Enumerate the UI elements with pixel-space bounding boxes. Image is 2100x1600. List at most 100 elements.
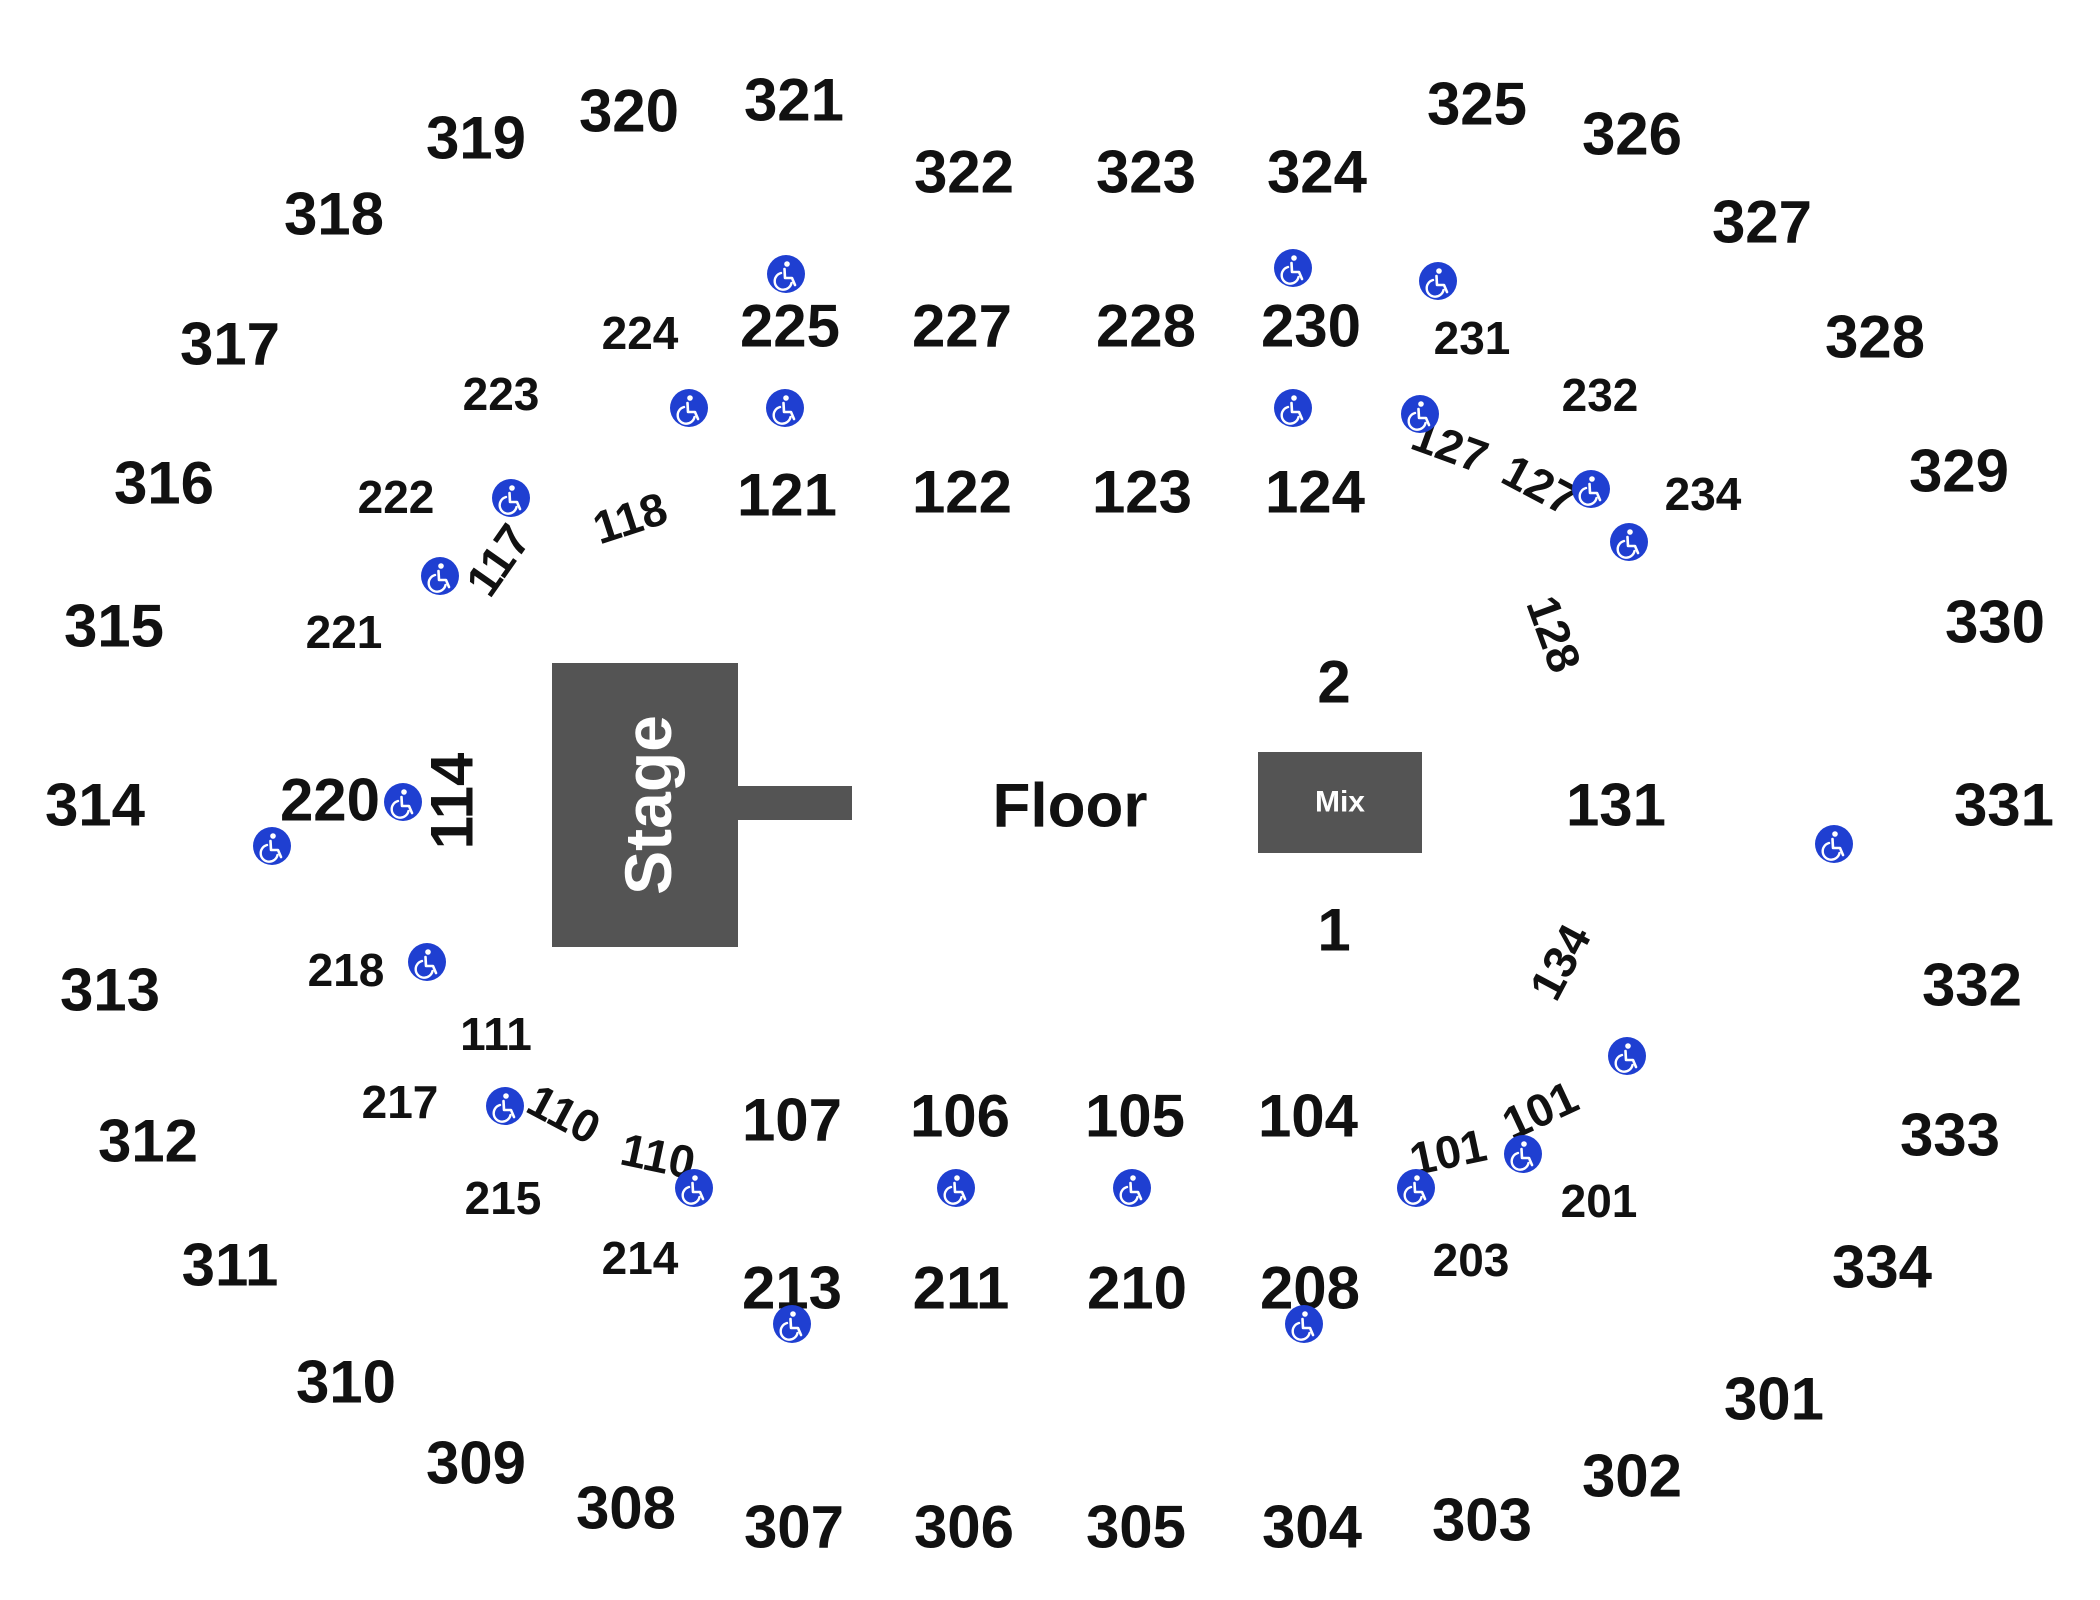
section-228[interactable]: 234 [1665,468,1742,520]
section-122[interactable]: 122 [912,459,1012,526]
stage-block [552,663,738,947]
section-211[interactable]: 217 [362,1076,439,1128]
section-205[interactable]: 210 [1087,1255,1187,1322]
section-201[interactable]: 201 [1561,1175,1638,1227]
section-123[interactable]: 123 [1092,459,1192,526]
section-326[interactable]: 326 [1582,101,1682,168]
section-302[interactable]: 302 [1582,1443,1682,1510]
wheelchair-icon [1570,468,1612,510]
section-117[interactable]: 117 [455,515,540,606]
section-332[interactable]: 332 [1922,952,2022,1019]
section-131[interactable]: 131 [1566,772,1666,839]
wheelchair-icon [1111,1167,1153,1209]
wheelchair-icon [1608,521,1650,563]
section-213[interactable]: 218 [308,944,385,996]
stage-thrust [736,786,852,820]
section-217[interactable]: 222 [358,471,435,523]
floor-section-1[interactable]: 1 [1317,897,1350,964]
section-218[interactable]: 223 [463,368,540,420]
section-206[interactable]: 211 [913,1255,1010,1322]
section-325[interactable]: 325 [1427,71,1527,138]
section-210[interactable]: 215 [465,1172,542,1224]
floor-label[interactable]: Floor [993,772,1148,841]
section-317[interactable]: 317 [180,311,280,378]
wheelchair-icon [935,1167,977,1209]
section-311[interactable]: 311 [182,1232,279,1299]
section-320[interactable]: 320 [579,78,679,145]
section-314[interactable]: 314 [45,772,146,839]
section-304[interactable]: 304 [1262,1494,1363,1561]
wheelchair-icon [1813,823,1855,865]
section-315[interactable]: 315 [64,593,164,660]
section-214[interactable]: 220 [280,767,380,834]
mix-block [1258,752,1422,853]
wheelchair-icon [764,387,806,429]
section-227[interactable]: 232 [1562,369,1639,421]
wheelchair-icon [771,1303,813,1345]
section-118[interactable]: 118 [587,482,674,554]
section-312[interactable]: 312 [98,1108,198,1175]
section-225[interactable]: 231 [1434,312,1511,364]
stage[interactable]: Stage [552,663,852,947]
section-316[interactable]: 316 [114,450,214,517]
section-323[interactable]: 323 [1096,139,1196,206]
section-208[interactable]: 214 [602,1232,679,1284]
section-322[interactable]: 322 [914,139,1014,206]
section-334[interactable]: 334 [1832,1234,1933,1301]
section-308[interactable]: 308 [576,1475,676,1542]
wheelchair-icon [490,477,532,519]
wheelchair-icon [419,555,461,597]
section-224[interactable]: 230 [1261,293,1361,360]
section-310[interactable]: 310 [296,1349,396,1416]
mix-label: Mix [1315,786,1365,819]
section-105[interactable]: 105 [1085,1083,1185,1150]
section-313[interactable]: 313 [60,957,160,1024]
section-330[interactable]: 330 [1945,589,2045,656]
section-110-left[interactable]: 110 [519,1074,609,1155]
section-331[interactable]: 331 [1954,772,2054,839]
section-307[interactable]: 307 [744,1494,844,1561]
section-324[interactable]: 324 [1267,139,1368,206]
section-333[interactable]: 333 [1900,1102,2000,1169]
section-107[interactable]: 107 [742,1087,842,1154]
section-223[interactable]: 228 [1096,293,1196,360]
section-306[interactable]: 306 [914,1494,1014,1561]
section-121[interactable]: 121 [737,462,837,529]
section-327[interactable]: 327 [1712,189,1812,256]
section-128[interactable]: 128 [1516,589,1591,679]
wheelchair-icon [406,941,448,983]
wheelchair-icon [673,1167,715,1209]
section-309[interactable]: 309 [426,1430,526,1497]
section-328[interactable]: 328 [1825,304,1925,371]
section-215[interactable]: 221 [306,606,383,658]
section-303[interactable]: 303 [1432,1487,1532,1554]
section-101-right[interactable]: 101 [1494,1070,1586,1150]
section-134[interactable]: 134 [1519,916,1601,1009]
wheelchair-icon [668,387,710,429]
wheelchair-icon [251,825,293,867]
wheelchair-icon [765,253,807,295]
section-319[interactable]: 319 [426,105,526,172]
section-111[interactable]: 111 [460,1008,532,1060]
section-104[interactable]: 104 [1258,1083,1359,1150]
section-221[interactable]: 225 [740,293,840,360]
wheelchair-icon [1502,1133,1544,1175]
floor-section-2[interactable]: 2 [1317,649,1350,716]
section-222[interactable]: 227 [912,293,1012,360]
section-301[interactable]: 301 [1724,1366,1824,1433]
wheelchair-icon [1417,260,1459,302]
wheelchair-icon [382,781,424,823]
section-124[interactable]: 124 [1265,459,1366,526]
section-329[interactable]: 329 [1909,438,2009,505]
section-203[interactable]: 203 [1433,1234,1510,1286]
section-305[interactable]: 305 [1086,1494,1186,1561]
section-106[interactable]: 106 [910,1083,1010,1150]
section-321[interactable]: 321 [744,67,844,134]
section-127-lower[interactable]: 127 [1494,444,1586,526]
section-318[interactable]: 318 [284,181,384,248]
section-220[interactable]: 224 [602,307,679,359]
wheelchair-icon [1272,247,1314,289]
section-114[interactable]: 114 [419,752,486,849]
wheelchair-icon [1272,387,1314,429]
